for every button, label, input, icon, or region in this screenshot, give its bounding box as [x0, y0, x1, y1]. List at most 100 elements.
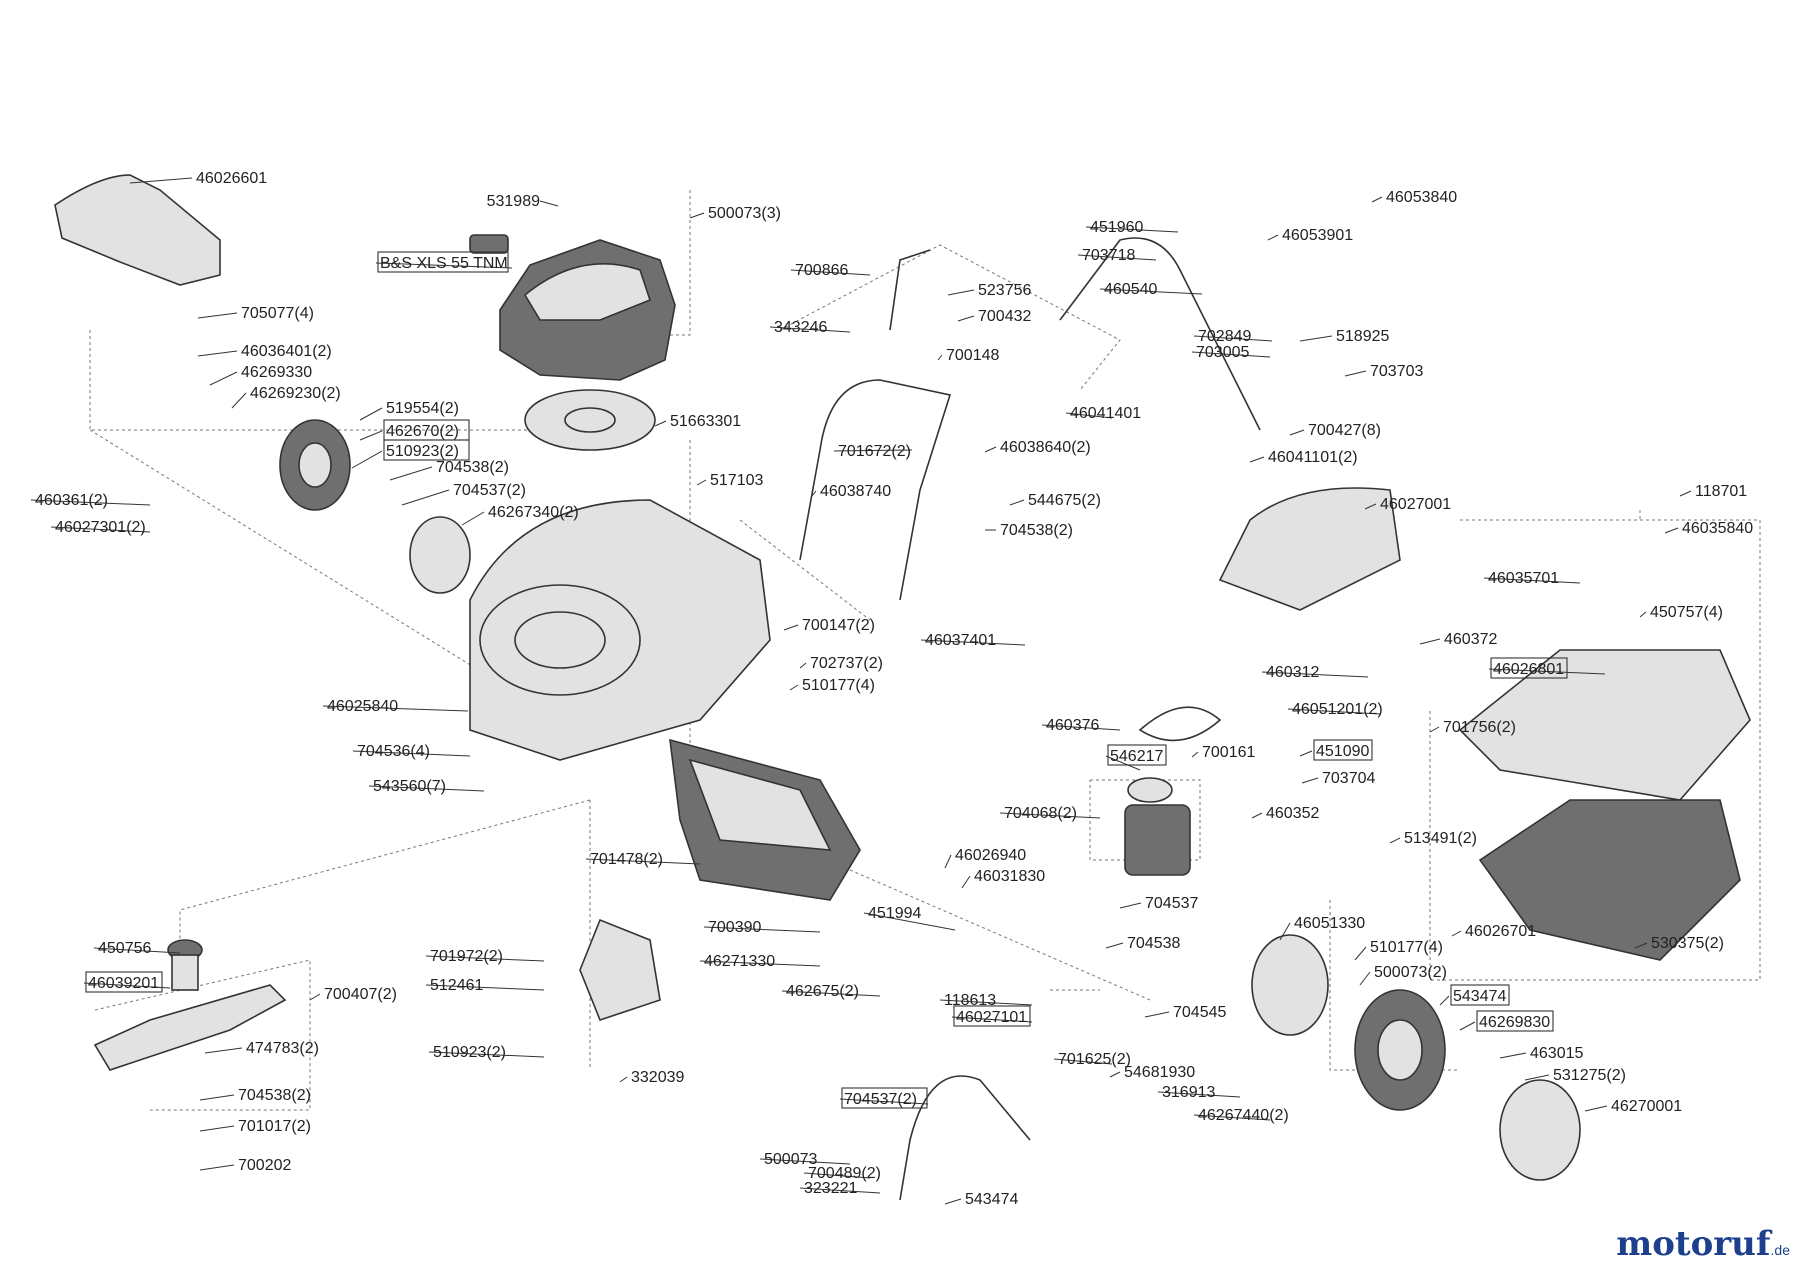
- callout-leader-line: [129, 177, 193, 184]
- part-number-label: 46036401(2): [241, 343, 332, 360]
- handle-assembly: [799, 237, 1261, 601]
- callout-leader-line: [1249, 456, 1265, 463]
- brand-tld: .de: [1770, 1242, 1790, 1258]
- cutting-blade: [93, 939, 287, 1071]
- callout-leader-line: [209, 371, 238, 386]
- callout-leader-line: [1344, 370, 1367, 377]
- part-number-label: 704537(2): [453, 482, 526, 499]
- part-number-label: 700432: [978, 308, 1031, 325]
- part-number-box: [377, 251, 509, 273]
- rear-flap-housing: [669, 738, 861, 901]
- part-number-label: 702849: [1198, 328, 1251, 345]
- callout-leader-line: [1251, 812, 1263, 819]
- callout-leader-line: [1009, 499, 1025, 506]
- part-number-label: 701672(2): [838, 443, 911, 460]
- callout-leader-line: [1193, 1114, 1271, 1121]
- callout-leader-line: [1389, 837, 1401, 844]
- part-number-label: 118613: [944, 992, 996, 1009]
- part-number-label: 701625(2): [1058, 1051, 1131, 1068]
- part-number-label: 517103: [710, 472, 763, 489]
- callout-leader-line: [1459, 1021, 1476, 1031]
- callout-leader-line: [359, 430, 383, 441]
- callout-leader-line: [789, 684, 799, 691]
- callout-leader-line: [759, 1158, 851, 1165]
- grass-box-frame: [1458, 649, 1751, 961]
- part-number-label: 704545: [1173, 1004, 1226, 1021]
- assembly-guide-lines: [89, 190, 1761, 1111]
- mulch-insert: [579, 918, 661, 1021]
- callout-leader-line: [1041, 724, 1121, 731]
- callout-leader-line: [937, 354, 943, 361]
- part-number-label: 704537: [1145, 895, 1198, 912]
- part-number-label: 704068(2): [1004, 805, 1077, 822]
- callout-leader-line: [197, 312, 238, 319]
- callout-leader-line: [1419, 638, 1441, 645]
- callout-leader-line: [619, 1076, 628, 1083]
- brand-watermark: motoruf.de: [1616, 1224, 1790, 1264]
- part-number-label: 543474: [965, 1191, 1018, 1208]
- callout-leader-line: [1299, 750, 1313, 757]
- part-number-box: [1107, 744, 1167, 766]
- callout-leader-line: [790, 269, 871, 276]
- part-number-box: [953, 1005, 1031, 1027]
- engine-gasket-plate: [524, 389, 656, 451]
- part-number-label: 460352: [1266, 805, 1319, 822]
- callout-leader-line: [231, 392, 247, 409]
- part-number-label: 51663301: [670, 413, 741, 430]
- part-number-label: 701478(2): [590, 851, 663, 868]
- part-number-label: 703718: [1082, 247, 1135, 264]
- callout-leader-line: [1299, 335, 1333, 342]
- callout-leader-line: [1634, 942, 1648, 949]
- part-number-label: 474783(2): [246, 1040, 319, 1057]
- part-number-label: 451994: [868, 905, 921, 922]
- part-number-label: 460376: [1046, 717, 1099, 734]
- callout-leader-line: [389, 466, 433, 481]
- callout-leader-line: [1279, 922, 1291, 941]
- part-number-label: 46026601: [196, 170, 267, 187]
- part-number-label: 704537(2): [844, 1091, 917, 1108]
- part-number-box: [1476, 1010, 1554, 1032]
- part-number-label: 531275(2): [1553, 1067, 1626, 1084]
- part-number-label: 510923(2): [433, 1044, 506, 1061]
- part-number-label: 519554(2): [386, 400, 459, 417]
- part-number-label: 544675(2): [1028, 492, 1101, 509]
- callout-leader-line: [351, 450, 383, 469]
- part-number-label: 523756: [978, 282, 1031, 299]
- part-number-label: 316913: [1162, 1084, 1215, 1101]
- callout-leader-line: [1639, 611, 1647, 618]
- callout-leader-line: [947, 289, 975, 296]
- part-number-label: 704538(2): [1000, 522, 1073, 539]
- callout-leader-line: [803, 1172, 871, 1179]
- part-number-label: 700148: [946, 347, 999, 364]
- front-wheel-right: [1354, 989, 1446, 1111]
- callout-leader-line: [1053, 1058, 1113, 1065]
- part-number-label: 46038640(2): [1000, 439, 1091, 456]
- callout-leader-line: [1483, 577, 1581, 584]
- part-number-label: 500073(2): [1374, 964, 1447, 981]
- callout-leader-line: [199, 1125, 235, 1132]
- callout-leader-line: [1267, 234, 1279, 241]
- part-number-label: 701017(2): [238, 1118, 311, 1135]
- part-number-label: 701756(2): [1443, 719, 1516, 736]
- callout-leader-line: [939, 999, 1033, 1006]
- callout-leader-line: [50, 526, 151, 533]
- part-number-label: 46027001: [1380, 496, 1451, 513]
- part-number-label: 700407(2): [324, 986, 397, 1003]
- callout-leader-line: [811, 490, 817, 497]
- part-number-label: 510923(2): [386, 443, 459, 460]
- part-number-label: 460361(2): [35, 492, 108, 509]
- callout-leader-line: [957, 315, 975, 322]
- callout-leader-line: [944, 1198, 962, 1205]
- callout-leader-line: [425, 984, 545, 991]
- callout-leader-line: [1105, 942, 1124, 949]
- callout-leader-line: [1679, 490, 1692, 497]
- part-number-box: [1450, 984, 1510, 1006]
- part-number-label: 703005: [1196, 344, 1249, 361]
- part-number-label: 530375(2): [1651, 935, 1724, 952]
- part-number-box: [1313, 739, 1373, 761]
- part-number-label: 46051201(2): [1292, 701, 1383, 718]
- part-number-label: 462670(2): [386, 423, 459, 440]
